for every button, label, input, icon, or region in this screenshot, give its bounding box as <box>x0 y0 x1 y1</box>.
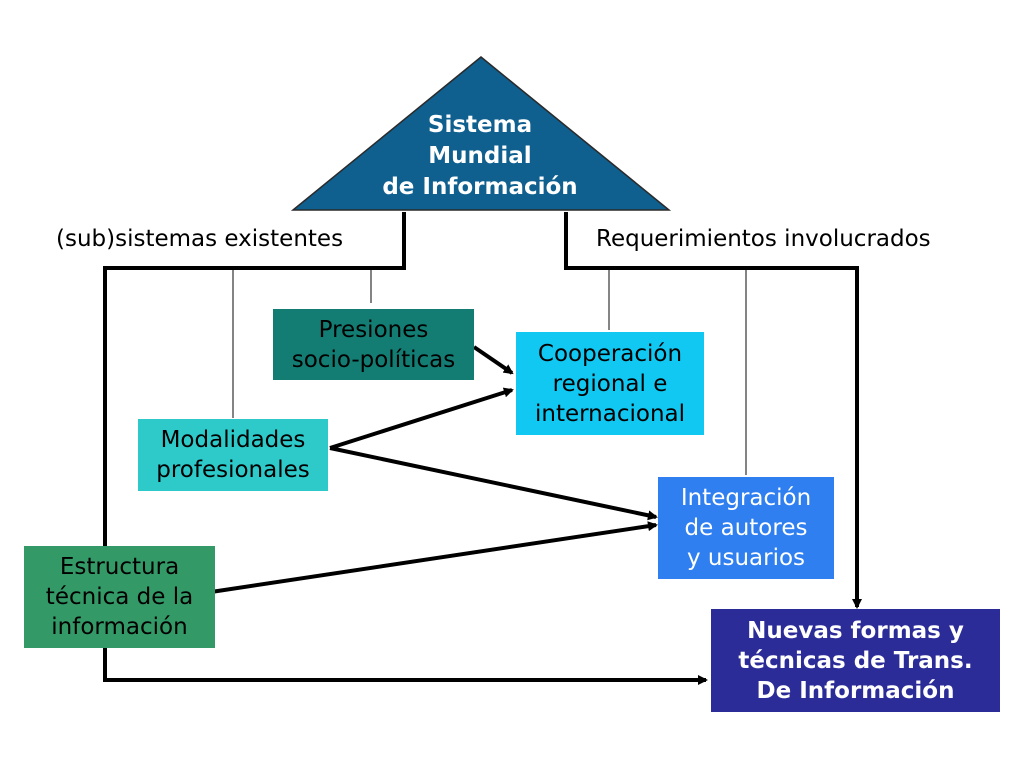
arrow-presiones-to-cooperacion <box>472 345 514 375</box>
box-integracion-text: Integración de autores y usuarios <box>680 485 812 571</box>
box-estructura: Estructura técnica de la información <box>24 546 215 648</box>
box-estructura-text: Estructura técnica de la información <box>45 554 194 640</box>
box-modalidades-text: Modalidades profesionales <box>156 427 310 483</box>
box-presiones: Presiones socio-políticas <box>273 309 474 380</box>
label-requerimientos-involucrados: Requerimientos involucrados <box>596 226 931 252</box>
box-modalidades: Modalidades profesionales <box>138 419 328 491</box>
arrow-modalidades-to-cooperacion <box>329 387 514 450</box>
box-cooperacion: Cooperación regional e internacional <box>516 332 704 435</box>
arrow-modalidades-to-integracion <box>329 446 658 521</box>
box-presiones-text: Presiones socio-políticas <box>291 316 456 373</box>
box-integracion: Integración de autores y usuarios <box>658 477 834 579</box>
left-frame-line <box>103 212 708 685</box>
box-cooperacion-text: Cooperación regional e internacional <box>534 340 686 427</box>
top-triangle <box>290 56 672 211</box>
box-nuevas-formas-text: Nuevas formas y técnicas de Trans. De In… <box>738 617 973 704</box>
triangle-title: Sistema Mundial de Información <box>382 112 578 200</box>
arrow-estructura-to-integracion <box>210 521 658 594</box>
box-nuevas-formas: Nuevas formas y técnicas de Trans. De In… <box>711 609 1000 712</box>
label-subsistemas-existentes: (sub)sistemas existentes <box>56 226 344 252</box>
right-frame-line <box>564 212 862 609</box>
